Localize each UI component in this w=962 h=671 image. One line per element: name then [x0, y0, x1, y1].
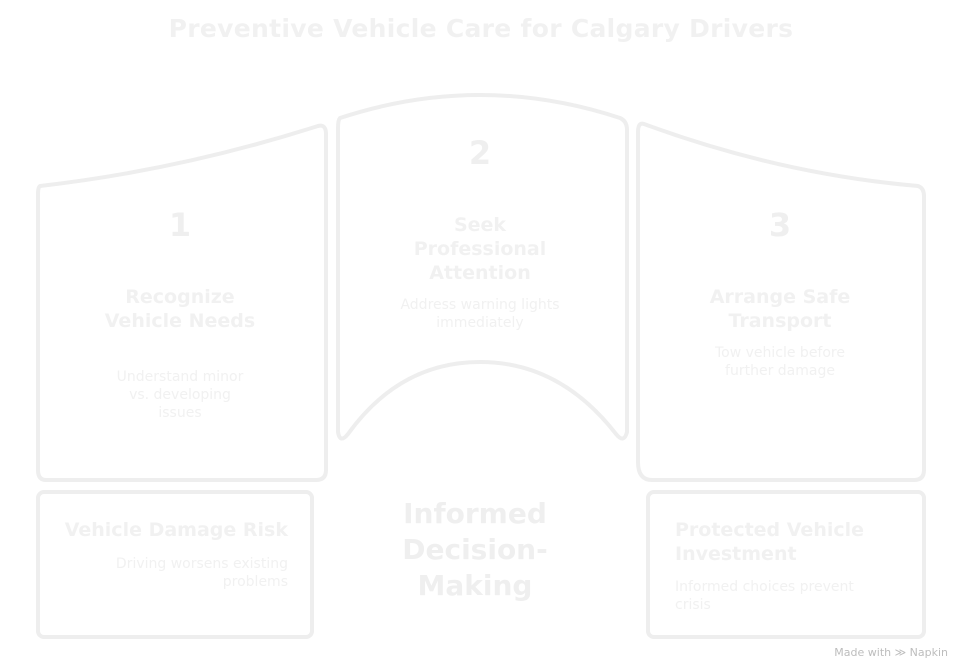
step-3-number: 3	[768, 206, 792, 244]
step-1-description: Understand minor vs. developing issues	[116, 369, 244, 421]
diagram-title: Preventive Vehicle Care for Calgary Driv…	[168, 14, 794, 43]
outcome-left-description: Driving worsens existing problems	[115, 556, 288, 590]
outcome-right-box	[646, 490, 926, 639]
outcome-right-heading: Protected Vehicle Investment	[675, 519, 865, 565]
step-1-shape	[36, 123, 328, 482]
outcome-left-box	[36, 490, 314, 639]
step-1-heading: Recognize Vehicle Needs	[104, 286, 256, 332]
step-3-shape	[636, 121, 926, 482]
step-1-number: 1	[168, 206, 192, 244]
napkin-logo-icon: ≫	[894, 646, 907, 659]
center-outcome: Informed Decision-Making	[402, 497, 548, 602]
watermark-prefix: Made with	[834, 646, 892, 659]
outcome-left-heading: Vehicle Damage Risk	[64, 519, 288, 541]
step-2-description: Address warning lights immediately	[400, 297, 560, 331]
watermark: Made with ≫ Napkin	[834, 646, 948, 659]
outcome-right-description: Informed choices prevent crisis	[675, 579, 854, 613]
step-2-shape	[336, 93, 629, 441]
step-3-description: Tow vehicle before further damage	[714, 345, 845, 379]
step-2-number: 2	[468, 134, 492, 172]
watermark-brand: Napkin	[909, 646, 948, 659]
step-3-heading: Arrange Safe Transport	[709, 286, 851, 332]
step-2-heading: Seek Professional Attention	[413, 214, 547, 284]
